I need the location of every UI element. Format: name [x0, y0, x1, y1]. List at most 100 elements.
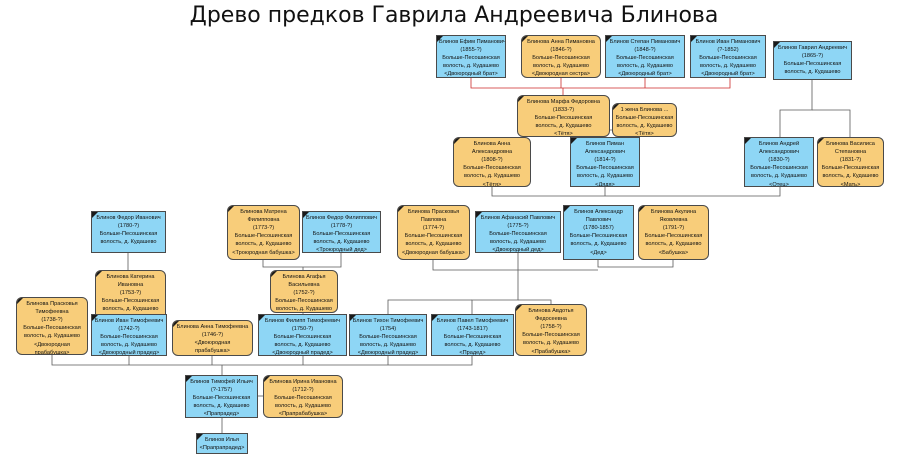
card-text-line: Больше-Песошинская: [821, 165, 880, 172]
person-card-gavril[interactable]: Блинов Гаврил Андреевич(1865-?)Больше-Пе…: [773, 41, 852, 80]
card-text-line: волость, д. Кудашево: [784, 69, 841, 76]
person-card-timofey[interactable]: Блинов Тимофей Ильич(?-1757)Больше-Песош…: [185, 375, 258, 418]
card-text-line: волость, д. Кудашево: [102, 306, 159, 313]
person-card-anna-piman[interactable]: Блинова Анна Пимановна(1846-?)Больше-Пес…: [521, 35, 601, 78]
person-card-pavel[interactable]: Блинов Павел Тимофеевич(1743-1817)Больше…: [431, 314, 514, 356]
card-text-line: <Троюродная бабушка>: [232, 249, 295, 256]
card-text-line: Больше-Песошинская: [616, 55, 674, 62]
connector-line: [518, 299, 552, 304]
card-text-line: (1865-?): [801, 53, 824, 60]
card-text-line: Больше-Песошинская: [569, 233, 628, 240]
connector-line: [597, 260, 674, 268]
card-text-line: <Прапрадед>: [203, 411, 240, 418]
person-card-tikhon[interactable]: Блинов Тихон Тимофеевич(1754)Больше-Песо…: [349, 314, 427, 356]
card-text-line: (1846-?): [550, 47, 572, 54]
person-card-irina[interactable]: Блинова Ирина Ивановна(1712-?)Больше-Пес…: [263, 375, 343, 418]
card-text-line: <Троюродный дед>: [316, 247, 367, 253]
card-corner-icon: [691, 36, 697, 42]
person-card-fedor-fil[interactable]: Блинов Федор Филиппович(1778-?)Больше-Пе…: [302, 211, 381, 253]
connector-line: [432, 260, 598, 271]
card-text-line: (1712-?): [292, 387, 314, 394]
person-card-ilya[interactable]: Блинов Илья<Прапрапрадед>: [196, 433, 248, 454]
person-card-filipp[interactable]: Блинов Филипп Тимофеевич(1750-?)Больше-П…: [258, 314, 347, 356]
card-text-line: Больше-Песошинская: [101, 298, 160, 305]
card-text-line: Больше-Песошинская: [23, 325, 81, 332]
connector-line: [51, 355, 473, 366]
card-text-line: Александрович: [584, 149, 626, 156]
person-card-afanasy[interactable]: Блинов Афанасий Павлович(1775-?)Больше-П…: [475, 211, 561, 253]
card-text-line: (1808-?): [481, 157, 503, 164]
card-corner-icon: [259, 315, 265, 321]
card-text-line: Блинов Илья: [205, 437, 239, 443]
card-corner-icon: [92, 315, 98, 321]
card-text-line: <Мать>: [840, 181, 861, 187]
person-card-fedor-iv[interactable]: Блинов Федор Иванович(1780-?)Больше-Песо…: [91, 211, 166, 253]
card-text-line: волость, д. Кудашево: [700, 63, 756, 70]
card-corner-icon: [271, 271, 277, 277]
card-corner-icon: [454, 138, 460, 144]
card-text-line: Тимофеевна: [35, 309, 69, 316]
card-text-line: Блинова Авдотья: [528, 308, 574, 314]
card-text-line: (1754): [379, 326, 397, 333]
card-text-line: Больше-Песошинская: [443, 334, 502, 341]
card-text-line: волость, д. Кудашево: [751, 173, 807, 180]
card-text-line: <Двоюродный прадед>: [272, 350, 333, 356]
card-text-line: волость, д. Кудашево: [535, 123, 592, 130]
person-card-anna-tim[interactable]: Блинова Анна Тимофеевна(1746-?)<Двоюродн…: [172, 320, 253, 356]
card-text-line: Ивановна: [117, 282, 144, 289]
card-text-line: <Дед>: [590, 249, 607, 256]
card-corner-icon: [432, 315, 438, 321]
person-card-ivan-piman[interactable]: Блинов Иван Пиманович(?-1852)Больше-Песо…: [690, 35, 766, 78]
card-text-line: волость, д. Кудашево: [443, 63, 499, 70]
card-text-line: <Прапрабабушка>: [278, 411, 328, 418]
card-text-line: 1 жена Блинова ...: [620, 107, 669, 113]
person-card-stepan[interactable]: Блинов Степан Пиманович(1848-?)Больше-Пе…: [605, 35, 685, 78]
card-text-line: Блинов Пиман: [586, 141, 624, 147]
person-card-marfa[interactable]: Блинова Марфа Федоровна(1833-?)Больше-Пе…: [517, 95, 610, 137]
card-text-line: (1773-?): [252, 225, 275, 232]
card-text-line: (1775-?): [507, 223, 529, 230]
card-text-line: (1752-?): [293, 290, 315, 297]
card-text-line: <Двоюродный брат>: [618, 71, 672, 78]
card-text-line: волость, д. Кудашево: [822, 173, 879, 180]
card-text-line: Васильевна: [288, 282, 320, 289]
card-text-line: волость, д. Кудашево: [645, 241, 702, 248]
card-text-line: Павловна: [420, 217, 447, 224]
card-text-line: Федосеевна: [535, 316, 567, 323]
card-text-line: волость, д. Кудашево: [444, 342, 501, 349]
card-text-line: волость, д. Кудашево: [464, 173, 520, 180]
card-text-line: волость, д. Кудашево: [533, 63, 589, 70]
card-text-line: Больше-Песошинская: [534, 115, 593, 122]
card-text-line: Больше-Песошинская: [192, 395, 251, 402]
card-text-line: Яковлевна: [659, 217, 688, 224]
card-text-line: (1746-?): [201, 332, 224, 339]
card-text-line: (1743-1817): [457, 326, 488, 333]
card-corner-icon: [186, 376, 192, 382]
card-corner-icon: [398, 206, 404, 212]
connector-line: [471, 270, 519, 314]
card-text-line: Блинова Анна: [473, 141, 511, 147]
person-card-efim[interactable]: Блинов Ефим Пиманович(1855-?)Больше-Песо…: [436, 35, 506, 78]
card-corner-icon: [571, 138, 577, 144]
card-text-line: <Двоюродный прадед>: [357, 350, 419, 356]
card-text-line: <Двоюродная: [194, 340, 231, 347]
connector-line: [491, 187, 781, 197]
card-text-line: Больше-Песошинская: [489, 231, 547, 238]
card-corner-icon: [774, 42, 780, 48]
card-text-line: волость, д. Кудашево: [360, 342, 416, 349]
card-text-line: (1780-1857): [583, 225, 614, 232]
person-card-ivan-tim[interactable]: Блинов Иван Тимофеевич(1742-?)Больше-Пес…: [91, 314, 167, 356]
